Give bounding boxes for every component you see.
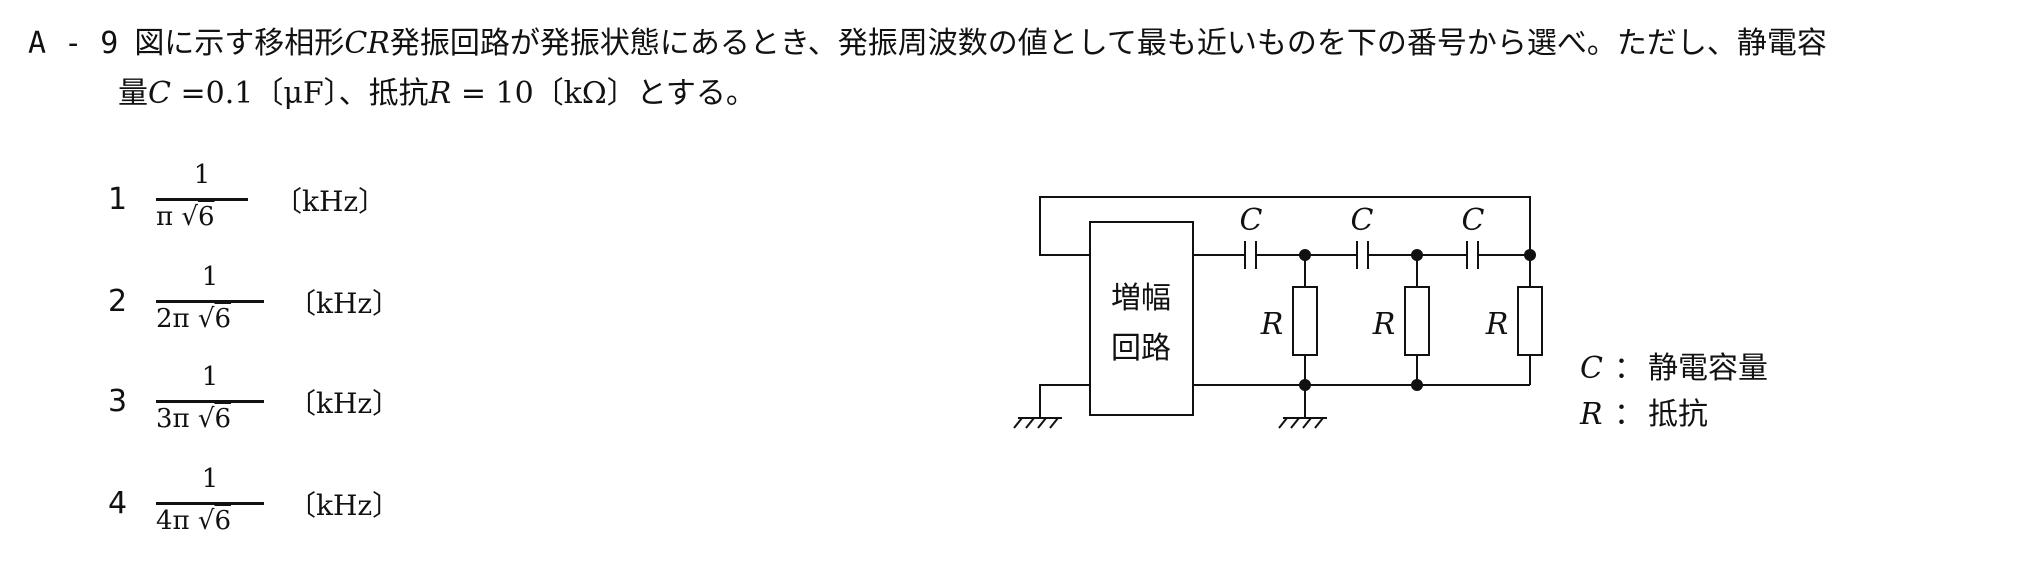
circuit-labels: 増幅 回路 C C C R R R C ： 静電容量 R ： 抵抗 [1111, 203, 1768, 432]
resistor [1292, 286, 1318, 356]
fraction-denominator: 3π √6 [156, 404, 232, 434]
ground-hatch [1302, 417, 1312, 429]
ground-hatch [1049, 417, 1059, 429]
junction-dot [1411, 249, 1423, 261]
option-unit: 〔kHz〕 [288, 287, 401, 320]
fraction-bar [156, 400, 264, 403]
cap-label: C [1462, 203, 1485, 238]
ground-hatch [1037, 417, 1047, 429]
resistor [1404, 286, 1430, 356]
junctions [1299, 249, 1536, 391]
question-text-e: = 10〔kΩ〕とする。 [460, 76, 756, 111]
ground-hatch [1290, 417, 1300, 429]
legend-sep: ： [1614, 397, 1644, 432]
junction-dot [1411, 379, 1423, 391]
question-number: A - 9 [28, 26, 119, 61]
option-unit: 〔kHz〕 [288, 489, 401, 522]
question-line-2: 量C =0.1〔μF〕、抵抗R = 10〔kΩ〕とする。 [118, 76, 756, 112]
cap-label: C [1351, 203, 1374, 238]
legend-symbol: R [1579, 397, 1603, 432]
legend-desc: 抵抗 [1648, 397, 1708, 432]
junction-dot [1299, 249, 1311, 261]
res-label: R [1372, 307, 1396, 342]
fraction-bar [156, 502, 264, 505]
option-unit: 〔kHz〕 [288, 387, 401, 420]
cap-label: C [1240, 203, 1263, 238]
fraction-denominator: 2π √6 [156, 304, 232, 334]
resistor [1517, 286, 1543, 356]
question-c-symbol: C [148, 76, 171, 111]
question-cr: CR [344, 26, 390, 61]
amp-label-1: 増幅 [1111, 281, 1171, 316]
res-label: R [1485, 307, 1509, 342]
fraction-numerator: 1 [201, 262, 219, 292]
res-label: R [1260, 307, 1284, 342]
fraction-bar [156, 198, 248, 201]
question-text-b: 発振回路が発振状態にあるとき、発振周波数の値として最も近いものを下の番号から選べ… [389, 26, 1827, 61]
amp-ground-wire [1039, 384, 1090, 418]
amplifier-box [1089, 221, 1194, 416]
legend-sep: ： [1614, 351, 1644, 386]
fraction-numerator: 1 [193, 160, 211, 190]
ground-hatch [1013, 417, 1023, 429]
question-line-1: A - 9 図に示す移相形CR発振回路が発振状態にあるとき、発振周波数の値として最… [28, 26, 1827, 62]
junction-dot [1524, 249, 1536, 261]
option-number: 3 [108, 384, 128, 419]
question-text-d: =0.1〔μF〕、抵抗 [180, 76, 429, 111]
fraction-bar [156, 300, 264, 303]
junction-dot [1299, 379, 1311, 391]
fraction-numerator: 1 [201, 362, 219, 392]
option-number: 4 [108, 486, 128, 521]
fraction-numerator: 1 [201, 464, 219, 494]
ground-hatch [1314, 417, 1324, 429]
question-r-symbol: R [428, 76, 452, 111]
legend-symbol: C [1580, 351, 1603, 386]
option-number: 1 [108, 182, 128, 217]
option-unit: 〔kHz〕 [274, 185, 387, 218]
amp-label-2: 回路 [1111, 331, 1171, 366]
legend-desc: 静電容量 [1648, 351, 1768, 386]
question-text-a: 図に示す移相形 [134, 26, 345, 61]
ground-hatch [1278, 417, 1288, 429]
feedback-wire [1039, 196, 1531, 256]
question-text-c: 量 [118, 76, 148, 111]
fraction-denominator: 4π √6 [156, 506, 232, 536]
option-number: 2 [108, 284, 128, 319]
ground-hatch [1025, 417, 1035, 429]
fraction-denominator: π √6 [156, 202, 215, 232]
